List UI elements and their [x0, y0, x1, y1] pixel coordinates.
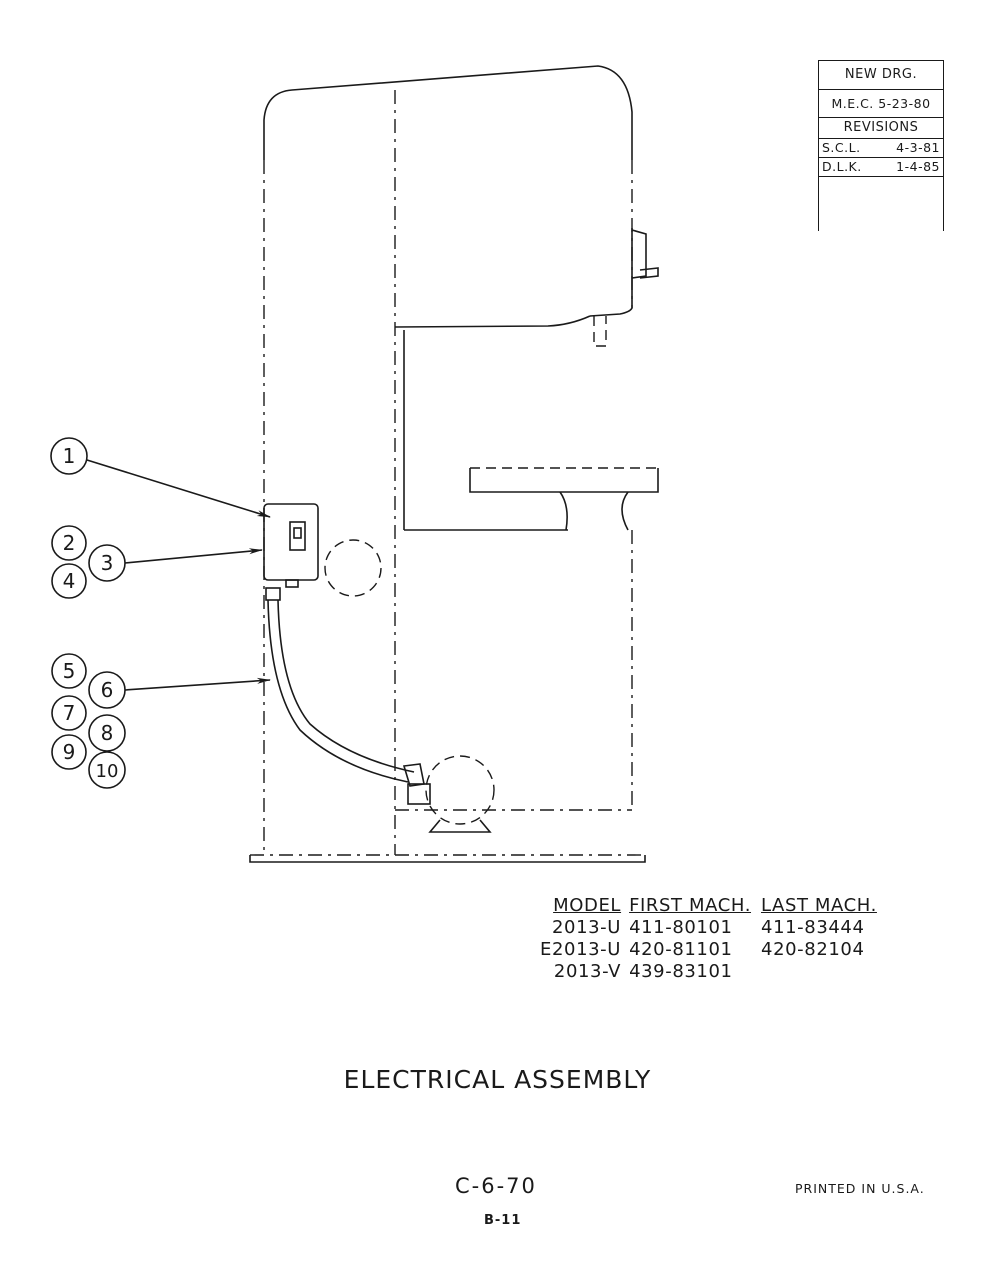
- svg-text:5: 5: [63, 659, 76, 683]
- table-row: 2013-U 411-80101 411-83444: [551, 917, 865, 938]
- callout-1: 1: [50, 437, 88, 475]
- revision-row: D.L.K. 1-4-85: [819, 158, 943, 177]
- svg-text:6: 6: [101, 678, 114, 702]
- callout-7: 7: [51, 695, 87, 731]
- saw-frame: [263, 65, 633, 855]
- saw-base: [249, 854, 646, 863]
- table-row: E2013-U 420-81101 420-82104: [540, 939, 865, 960]
- printed-note: PRINTED IN U.S.A.: [795, 1181, 925, 1196]
- callout-9: 9: [51, 734, 87, 770]
- leader-arrow-2: [124, 548, 263, 564]
- callout-label: 1: [63, 444, 76, 468]
- leader-arrow-1: [86, 459, 271, 518]
- header-first-mach: FIRST MACH.: [629, 895, 752, 916]
- revisions-label: REVISIONS: [819, 118, 943, 139]
- page-code: C-6-70: [455, 1174, 537, 1198]
- revision-date: 4-3-81: [896, 140, 940, 155]
- svg-text:2: 2: [63, 531, 76, 555]
- blade-guide-assembly: [593, 229, 659, 347]
- revision-initials: D.L.K.: [822, 159, 862, 174]
- pulley-outline: [324, 539, 382, 597]
- callout-3: 3: [88, 544, 126, 582]
- callout-10: 10: [88, 751, 126, 789]
- switch-box: [263, 503, 319, 588]
- callout-5: 5: [51, 653, 87, 689]
- svg-text:8: 8: [101, 721, 114, 745]
- motor: [402, 755, 495, 833]
- page-title: ELECTRICAL ASSEMBLY: [343, 1065, 652, 1094]
- callout-8: 8: [88, 714, 126, 752]
- model-table: MODEL FIRST MACH. LAST MACH. 2013-U 411-…: [540, 895, 960, 983]
- revision-block: NEW DRG. M.E.C. 5-23-80 REVISIONS S.C.L.…: [818, 60, 944, 231]
- revision-row: S.C.L. 4-3-81: [819, 139, 943, 158]
- header-model: MODEL: [553, 895, 622, 916]
- new-drg-label: NEW DRG.: [819, 61, 943, 90]
- sheet-number: B-11: [484, 1213, 522, 1228]
- callout-6: 6: [88, 671, 126, 709]
- svg-text:3: 3: [101, 551, 114, 575]
- svg-text:9: 9: [63, 740, 76, 764]
- svg-text:4: 4: [63, 569, 76, 593]
- revision-initials: S.C.L.: [822, 140, 861, 155]
- callout-4: 4: [51, 563, 87, 599]
- revision-date: 1-4-85: [896, 159, 940, 174]
- work-table: [469, 467, 659, 531]
- conduit: [265, 587, 415, 783]
- new-drg-entry: M.E.C. 5-23-80: [819, 90, 943, 118]
- callout-2: 2: [51, 525, 87, 561]
- svg-text:7: 7: [63, 701, 76, 725]
- leader-arrow-3: [124, 677, 271, 691]
- table-row: 2013-V 439-83101: [553, 961, 733, 982]
- svg-text:10: 10: [96, 761, 119, 782]
- header-last-mach: LAST MACH.: [761, 895, 877, 916]
